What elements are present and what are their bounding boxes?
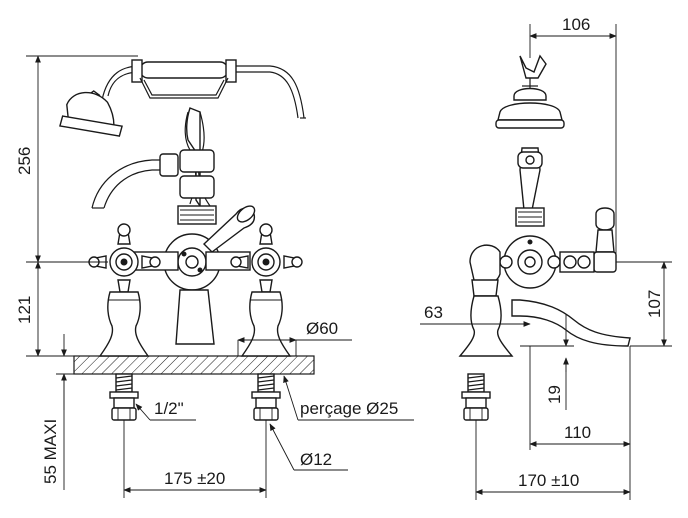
side-view — [458, 54, 631, 421]
dim-63: 63 — [424, 303, 443, 322]
dim-107: 107 — [645, 290, 664, 318]
label-percage: perçage Ø25 — [300, 399, 398, 418]
dim-175: 175 ±20 — [164, 469, 225, 488]
dim-256: 256 — [15, 147, 34, 175]
left-shank — [109, 373, 139, 421]
shower-head — [59, 90, 123, 137]
label-thread: 1/2" — [154, 399, 184, 418]
right-shank — [251, 373, 281, 421]
dim-55-maxi: 55 MAXI — [41, 419, 60, 484]
front-view — [59, 59, 315, 421]
dim-121: 121 — [15, 296, 34, 324]
deck-plate — [73, 355, 315, 375]
dim-110: 110 — [564, 423, 591, 442]
dim-170: 170 ±10 — [518, 471, 579, 490]
left-cross-handle — [88, 223, 161, 293]
dim-19: 19 — [545, 385, 564, 404]
dim-106: 106 — [562, 15, 590, 34]
dim-diameter-12: Ø12 — [300, 450, 332, 469]
right-cross-handle — [230, 223, 303, 293]
shower-cradle — [101, 65, 305, 119]
front-dimensions — [26, 55, 414, 498]
dim-diameter-60: Ø60 — [306, 319, 338, 338]
side-dimensions — [420, 24, 672, 500]
